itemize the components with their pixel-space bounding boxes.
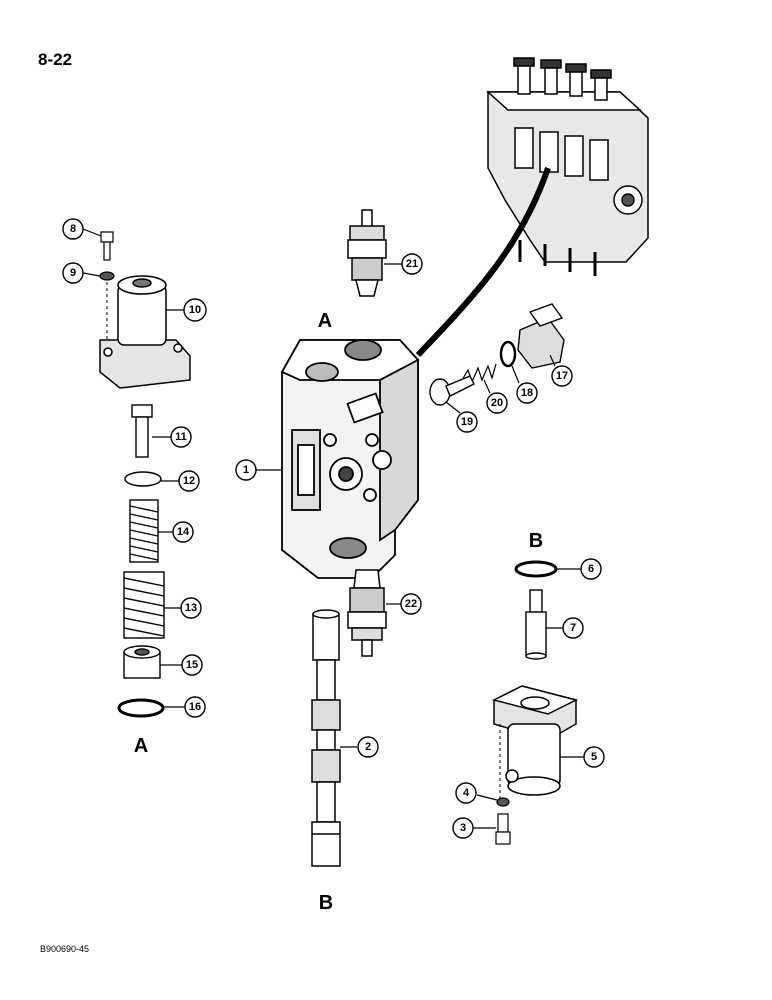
section-label-b-top: B [529, 530, 543, 552]
screw-3 [495, 813, 511, 845]
spool-2 [311, 609, 341, 867]
plug-17 [517, 303, 565, 369]
callout-6: 6 [580, 558, 602, 580]
callout-13: 13 [180, 597, 202, 619]
cap-5 [491, 685, 579, 796]
figure-code: B900690-45 [40, 944, 90, 954]
callout-9: 9 [62, 262, 84, 284]
callout-18: 18 [516, 382, 538, 404]
washer-9 [99, 271, 115, 281]
cap-10 [99, 275, 191, 389]
svg-text:21: 21 [406, 258, 418, 270]
o-ring-18 [499, 340, 517, 368]
svg-text:2: 2 [365, 741, 371, 753]
poppet-19 [429, 375, 475, 406]
section-lead-line [415, 167, 551, 358]
washer-12 [124, 471, 162, 487]
callout-15: 15 [181, 654, 203, 676]
callout-3: 3 [452, 817, 474, 839]
svg-text:6: 6 [588, 563, 594, 575]
callout-5: 5 [583, 746, 605, 768]
svg-text:13: 13 [185, 602, 197, 614]
callout-22: 22 [400, 593, 422, 615]
svg-text:17: 17 [556, 370, 568, 382]
svg-text:3: 3 [460, 822, 466, 834]
relief-valve-21 [347, 209, 387, 297]
svg-text:7: 7 [570, 622, 576, 634]
inner-spring-14 [129, 499, 159, 563]
section-label-a-top: A [318, 310, 332, 332]
svg-text:15: 15 [186, 659, 198, 671]
svg-text:14: 14 [177, 526, 190, 538]
svg-text:20: 20 [491, 397, 503, 409]
outer-spring-13 [123, 571, 165, 639]
callout-19: 19 [456, 411, 478, 433]
leader-lines [82, 228, 584, 829]
spring-bolt-7 [525, 589, 547, 660]
callout-16: 16 [184, 696, 206, 718]
svg-text:4: 4 [463, 787, 470, 799]
spring-20 [461, 363, 497, 384]
svg-text:18: 18 [521, 387, 533, 399]
callout-14: 14 [172, 521, 194, 543]
callout-12: 12 [178, 470, 200, 492]
page-number: 8-22 [38, 50, 73, 69]
callout-7: 7 [562, 617, 584, 639]
section-label-a-bottom: A [134, 735, 148, 757]
svg-text:11: 11 [175, 431, 187, 443]
callout-20: 20 [486, 392, 508, 414]
callout-11: 11 [170, 426, 192, 448]
svg-text:9: 9 [70, 267, 76, 279]
callout-2: 2 [357, 736, 379, 758]
valve-section-housing [280, 339, 420, 579]
o-ring-6 [514, 560, 558, 578]
spacer-15 [123, 645, 161, 679]
callout-4: 4 [455, 782, 477, 804]
relief-valve-22 [347, 569, 387, 657]
svg-text:10: 10 [189, 304, 201, 316]
svg-text:22: 22 [405, 598, 417, 610]
screw-8 [100, 231, 114, 261]
callout-8: 8 [62, 218, 84, 240]
callout-21: 21 [401, 253, 423, 275]
o-ring-16 [117, 698, 165, 718]
svg-text:5: 5 [591, 751, 597, 763]
section-label-b-bottom: B [319, 892, 333, 914]
svg-text:16: 16 [189, 701, 201, 713]
svg-text:19: 19 [461, 416, 473, 428]
callout-17: 17 [551, 365, 573, 387]
svg-text:8: 8 [70, 223, 76, 235]
svg-text:12: 12 [183, 475, 195, 487]
washer-4 [496, 797, 510, 807]
spring-bolt-11 [131, 404, 153, 458]
callout-10: 10 [183, 298, 207, 322]
svg-text:1: 1 [243, 464, 249, 476]
callout-1: 1 [235, 459, 257, 481]
